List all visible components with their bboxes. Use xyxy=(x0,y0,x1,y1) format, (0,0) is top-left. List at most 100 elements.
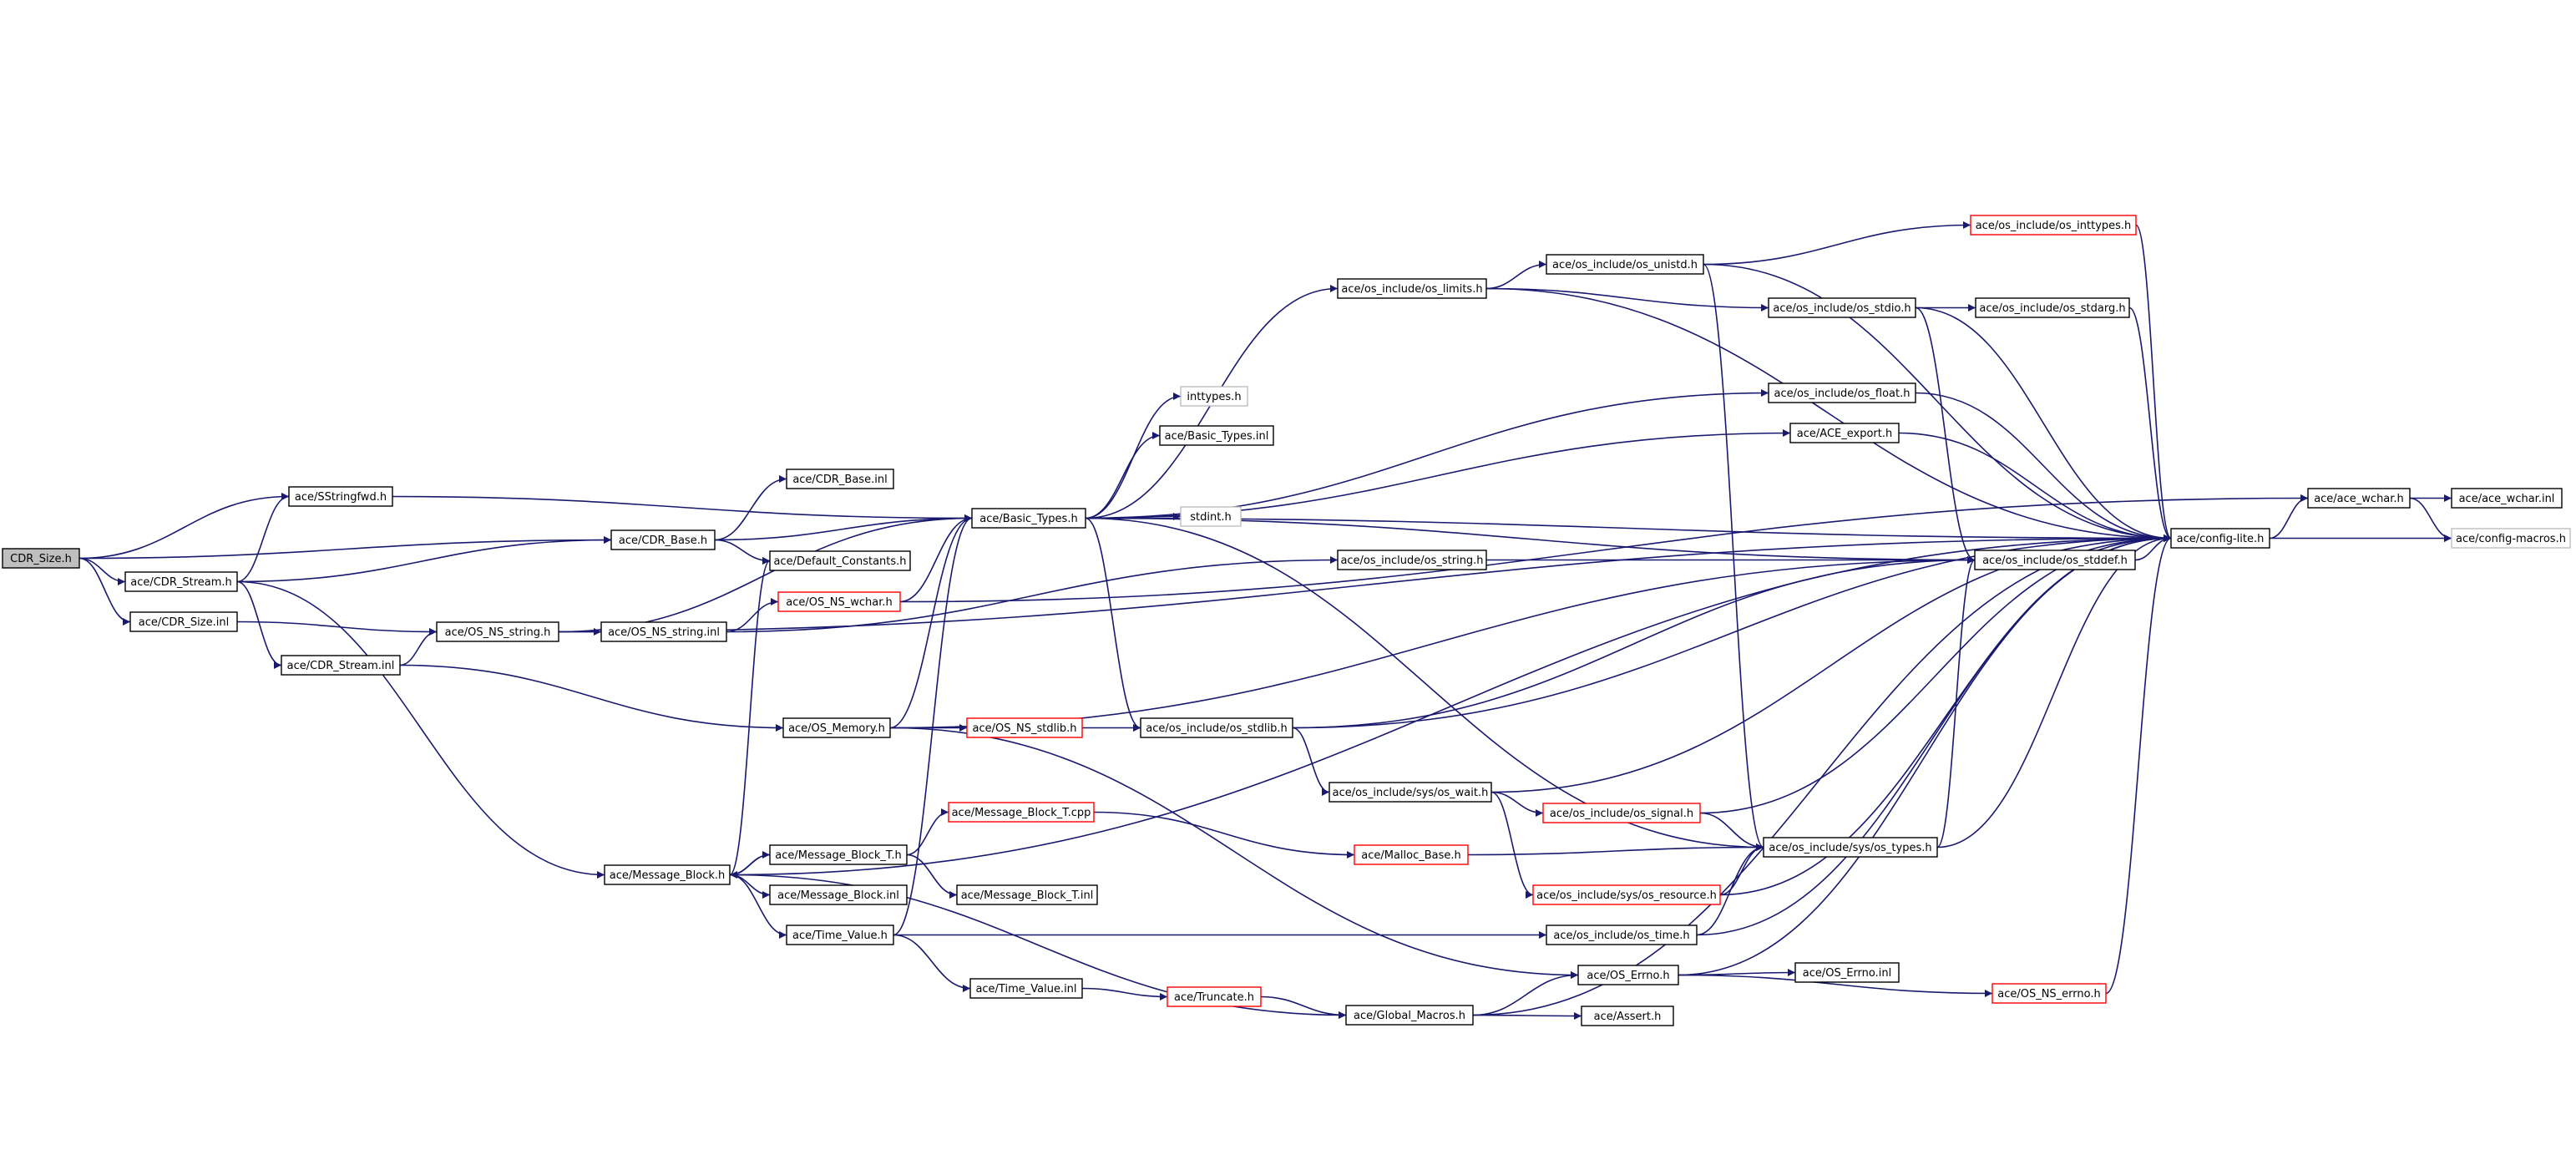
node-cdr-size-h[interactable]: CDR_Size.h xyxy=(2,548,80,569)
node-label: ace/OS_NS_string.inl xyxy=(608,626,720,639)
edge-os_memory-to-os_stddef xyxy=(889,556,1976,729)
node-os-stdio[interactable]: ace/os_include/os_stdio.h xyxy=(1768,297,1916,318)
node-os-ns-errno[interactable]: ace/OS_NS_errno.h xyxy=(1991,983,2107,1004)
node-sys-wait[interactable]: ace/os_include/sys/os_wait.h xyxy=(1328,782,1492,803)
node-box xyxy=(1970,215,2137,236)
node-box xyxy=(1581,1006,1674,1026)
node-os-float[interactable]: ace/os_include/os_float.h xyxy=(1768,382,1916,403)
node-box xyxy=(1794,962,1900,983)
node-os-time[interactable]: ace/os_include/os_time.h xyxy=(1546,925,1698,945)
edge-cdr_stream_h-to-cdr_base_h xyxy=(236,536,612,583)
node-ace-wchar-h[interactable]: ace/ace_wchar.h xyxy=(2307,488,2411,509)
node-os-ns-string-inl[interactable]: ace/OS_NS_string.inl xyxy=(600,621,727,642)
node-label: inttypes.h xyxy=(1187,391,1241,403)
node-os-inttypes[interactable]: ace/os_include/os_inttypes.h xyxy=(1970,215,2137,236)
node-os-limits[interactable]: ace/os_include/os_limits.h xyxy=(1337,278,1487,299)
edge-os_memory-to-basic_types_h xyxy=(889,514,973,729)
edge-os_errno-to-os_ns_errno xyxy=(1678,974,1993,997)
node-truncate[interactable]: ace/Truncate.h xyxy=(1167,986,1262,1007)
node-os-unistd[interactable]: ace/os_include/os_unistd.h xyxy=(1546,254,1704,275)
edge-ace_wchar_h-to-config_macros xyxy=(2409,497,2452,542)
node-cdr-base-h[interactable]: ace/CDR_Base.h xyxy=(610,529,716,550)
node-default-constants[interactable]: ace/Default_Constants.h xyxy=(769,550,911,571)
node-malloc-base[interactable]: ace/Malloc_Base.h xyxy=(1354,844,1469,865)
node-box xyxy=(1354,844,1469,865)
edge-basic_types_h-to-os_float xyxy=(1085,389,1769,519)
edge-os_ns_errno-to-config_lite xyxy=(2105,534,2172,995)
node-inttypes[interactable]: inttypes.h xyxy=(1180,386,1248,407)
node-sstringfwd[interactable]: ace/SStringfwd.h xyxy=(288,486,393,507)
node-label: ace/CDR_Base.h xyxy=(619,534,707,547)
node-basic-types-inl[interactable]: ace/Basic_Types.inl xyxy=(1159,425,1274,446)
edge-os_stdlib-to-config_lite xyxy=(1292,534,2172,729)
edge-message_block_t_cpp-to-malloc_base xyxy=(1093,811,1355,859)
node-os-ns-string-h[interactable]: ace/OS_NS_string.h xyxy=(436,621,559,642)
node-sys-resource[interactable]: ace/os_include/sys/os_resource.h xyxy=(1532,884,1721,905)
node-os-ns-stdlib[interactable]: ace/OS_NS_stdlib.h xyxy=(966,717,1083,738)
node-layer: CDR_Size.h ace/SStringfwd.h ace/CDR_Base.h… xyxy=(2,215,2571,1026)
node-label: ace/OS_Errno.h xyxy=(1587,970,1669,982)
node-cdr-stream-inl[interactable]: ace/CDR_Stream.inl xyxy=(281,655,401,676)
node-label: ace/CDR_Stream.inl xyxy=(287,660,395,672)
node-message-block-inl[interactable]: ace/Message_Block.inl xyxy=(769,884,908,905)
node-time-value-inl[interactable]: ace/Time_Value.inl xyxy=(969,978,1083,999)
node-config-lite[interactable]: ace/config-lite.h xyxy=(2170,528,2270,549)
node-label: ace/os_include/os_inttypes.h xyxy=(1976,220,2132,232)
node-os-stddef[interactable]: ace/os_include/os_stddef.h xyxy=(1974,550,2136,570)
node-os-memory[interactable]: ace/OS_Memory.h xyxy=(782,717,891,738)
edge-sys_wait-to-os_signal xyxy=(1490,791,1544,817)
node-os-ns-wchar[interactable]: ace/OS_NS_wchar.h xyxy=(777,591,901,612)
node-cdr-size-inl[interactable]: ace/CDR_Size.inl xyxy=(129,611,238,632)
node-message-block-t-cpp[interactable]: ace/Message_Block_T.cpp xyxy=(948,802,1095,823)
node-stdint[interactable]: stdint.h xyxy=(1180,506,1242,527)
node-os-signal[interactable]: ace/os_include/os_signal.h xyxy=(1542,803,1701,823)
edge-os_float-to-config_lite xyxy=(1915,392,2172,542)
node-label: ace/Truncate.h xyxy=(1174,991,1254,1004)
node-box xyxy=(600,621,727,642)
node-os-stdarg[interactable]: ace/os_include/os_stdarg.h xyxy=(1975,297,2130,318)
node-os-errno[interactable]: ace/OS_Errno.h xyxy=(1577,965,1679,985)
node-label: ace/ACE_export.h xyxy=(1797,428,1892,440)
edge-os_unistd-to-config_lite xyxy=(1703,263,2172,542)
node-cdr-base-inl[interactable]: ace/CDR_Base.inl xyxy=(786,469,894,489)
node-message-block-t-inl[interactable]: ace/Message_Block_T.inl xyxy=(956,884,1098,905)
node-os-stdlib[interactable]: ace/os_include/os_stdlib.h xyxy=(1140,717,1293,738)
node-ace-export[interactable]: ace/ACE_export.h xyxy=(1789,423,1900,443)
node-sys-types[interactable]: ace/os_include/sys/os_types.h xyxy=(1763,837,1938,858)
node-box xyxy=(436,621,559,642)
node-basic-types-h[interactable]: ace/Basic_Types.h xyxy=(971,508,1086,529)
edge-message_block_h-to-config_lite xyxy=(729,534,2172,876)
node-box xyxy=(2451,528,2571,549)
node-message-block-t-h[interactable]: ace/Message_Block_T.h xyxy=(769,844,908,865)
node-assert[interactable]: ace/Assert.h xyxy=(1581,1006,1674,1026)
node-label: stdint.h xyxy=(1190,511,1231,524)
node-box xyxy=(1975,297,2130,318)
node-label: ace/config-macros.h xyxy=(2456,533,2566,545)
node-global-macros[interactable]: ace/Global_Macros.h xyxy=(1345,1005,1474,1026)
node-label: ace/Time_Value.h xyxy=(792,930,888,942)
node-box xyxy=(1542,803,1701,823)
edge-os_stdio-to-os_stddef xyxy=(1915,306,1976,564)
node-label: ace/os_include/os_stddef.h xyxy=(1982,555,2128,567)
node-label: ace/Time_Value.inl xyxy=(975,983,1076,995)
node-label: ace/Assert.h xyxy=(1594,1011,1662,1023)
node-ace-wchar-inl[interactable]: ace/ace_wchar.inl xyxy=(2451,488,2563,509)
node-label: ace/Global_Macros.h xyxy=(1354,1010,1465,1022)
edge-os_inttypes-to-config_lite xyxy=(2135,224,2172,542)
edge-cdr_size_inl-to-os_ns_string_h xyxy=(236,621,438,636)
node-os-string-h[interactable]: ace/os_include/os_string.h xyxy=(1337,550,1487,570)
node-label: ace/OS_NS_wchar.h xyxy=(786,596,892,609)
edge-cdr_stream_inl-to-os_ns_string_h xyxy=(399,628,438,666)
node-message-block-h[interactable]: ace/Message_Block.h xyxy=(604,864,731,885)
edge-cdr_size_h-to-cdr_stream_h xyxy=(78,557,126,585)
node-time-value-h[interactable]: ace/Time_Value.h xyxy=(786,925,894,945)
node-config-macros[interactable]: ace/config-macros.h xyxy=(2451,528,2571,549)
node-label: ace/config-lite.h xyxy=(2177,533,2265,545)
node-box xyxy=(966,717,1083,738)
edge-cdr_stream_h-to-sstringfwd xyxy=(236,493,290,583)
node-os-errno-inl[interactable]: ace/OS_Errno.inl xyxy=(1794,962,1900,983)
node-label: ace/Basic_Types.h xyxy=(979,513,1077,525)
edge-basic_types_h-to-os_stddef xyxy=(1085,517,1976,564)
node-cdr-stream-h[interactable]: ace/CDR_Stream.h xyxy=(124,571,238,592)
edge-basic_types_h-to-os_stdlib xyxy=(1085,517,1141,732)
